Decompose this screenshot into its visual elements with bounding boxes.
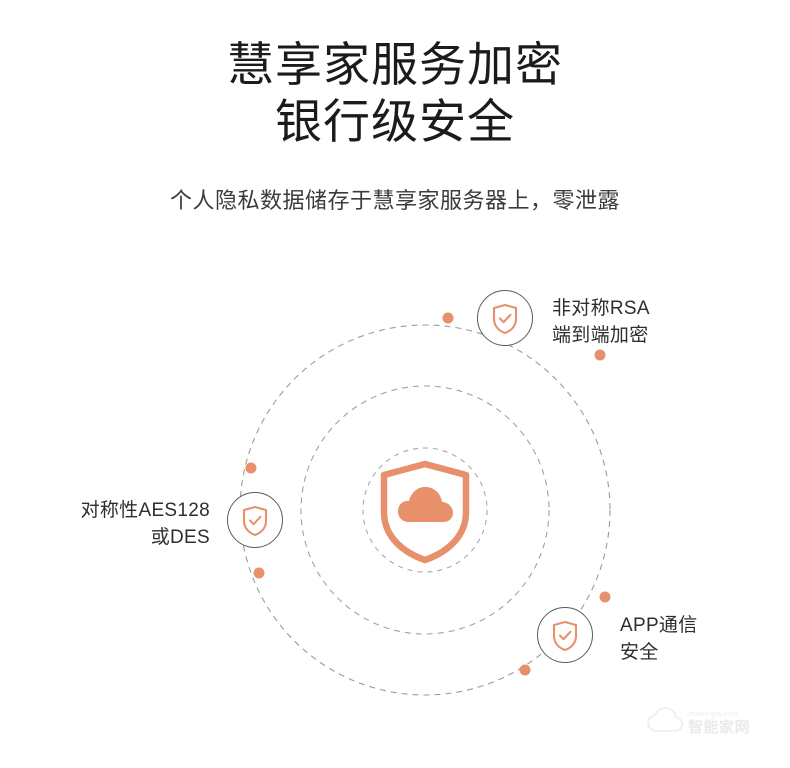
label-asymmetric-rsa-line-2: 端到端加密 bbox=[552, 325, 649, 346]
shield-check-icon bbox=[242, 505, 268, 536]
label-app-communication: APP通信 安全 bbox=[620, 612, 698, 666]
center-shield-cloud bbox=[378, 460, 472, 564]
orbit-ring-middle bbox=[300, 385, 550, 635]
orbit-dot-6 bbox=[519, 664, 531, 676]
orbit-dot-2 bbox=[594, 349, 606, 361]
label-app-communication-line-1: APP通信 bbox=[620, 615, 698, 636]
page-title: 慧享家服务加密 银行级安全 bbox=[0, 0, 790, 150]
title-line-1: 慧享家服务加密 bbox=[227, 38, 563, 91]
shield-check-icon bbox=[492, 303, 518, 334]
orbit-dot-1 bbox=[442, 312, 454, 324]
node-asymmetric-rsa[interactable] bbox=[477, 290, 533, 346]
title-line-2: 银行级安全 bbox=[275, 95, 515, 148]
page-subtitle: 个人隐私数据储存于慧享家服务器上，零泄露 bbox=[169, 188, 620, 213]
node-app-communication[interactable] bbox=[537, 607, 593, 663]
watermark-main-text: 智能家网 bbox=[688, 718, 751, 736]
shield-cloud-icon bbox=[380, 460, 470, 564]
label-symmetric-aes-line-1: 对称性AES128 bbox=[80, 500, 210, 521]
header: 慧享家服务加密 银行级安全 个人隐私数据储存于慧享家服务器上，零泄露 bbox=[0, 0, 790, 216]
label-symmetric-aes-line-2: 或DES bbox=[150, 527, 210, 548]
node-symmetric-aes[interactable] bbox=[227, 492, 283, 548]
orbit-dot-5 bbox=[599, 591, 611, 603]
orbit-diagram: 非对称RSA 端到端加密 对称性AES128 或DES APP通信 安全 bbox=[0, 255, 790, 715]
orbit-ring-outer bbox=[239, 324, 611, 696]
orbit-dot-4 bbox=[253, 567, 265, 579]
shield-check-icon bbox=[552, 620, 578, 651]
label-asymmetric-rsa: 非对称RSA 端到端加密 bbox=[552, 295, 650, 349]
orbit-dot-3 bbox=[245, 462, 257, 474]
label-symmetric-aes: 对称性AES128 或DES bbox=[10, 497, 210, 551]
label-asymmetric-rsa-line-1: 非对称RSA bbox=[552, 298, 650, 319]
orbit-ring-inner bbox=[362, 447, 488, 573]
orbit-rings-svg bbox=[239, 312, 611, 696]
label-app-communication-line-2: 安全 bbox=[620, 642, 659, 663]
